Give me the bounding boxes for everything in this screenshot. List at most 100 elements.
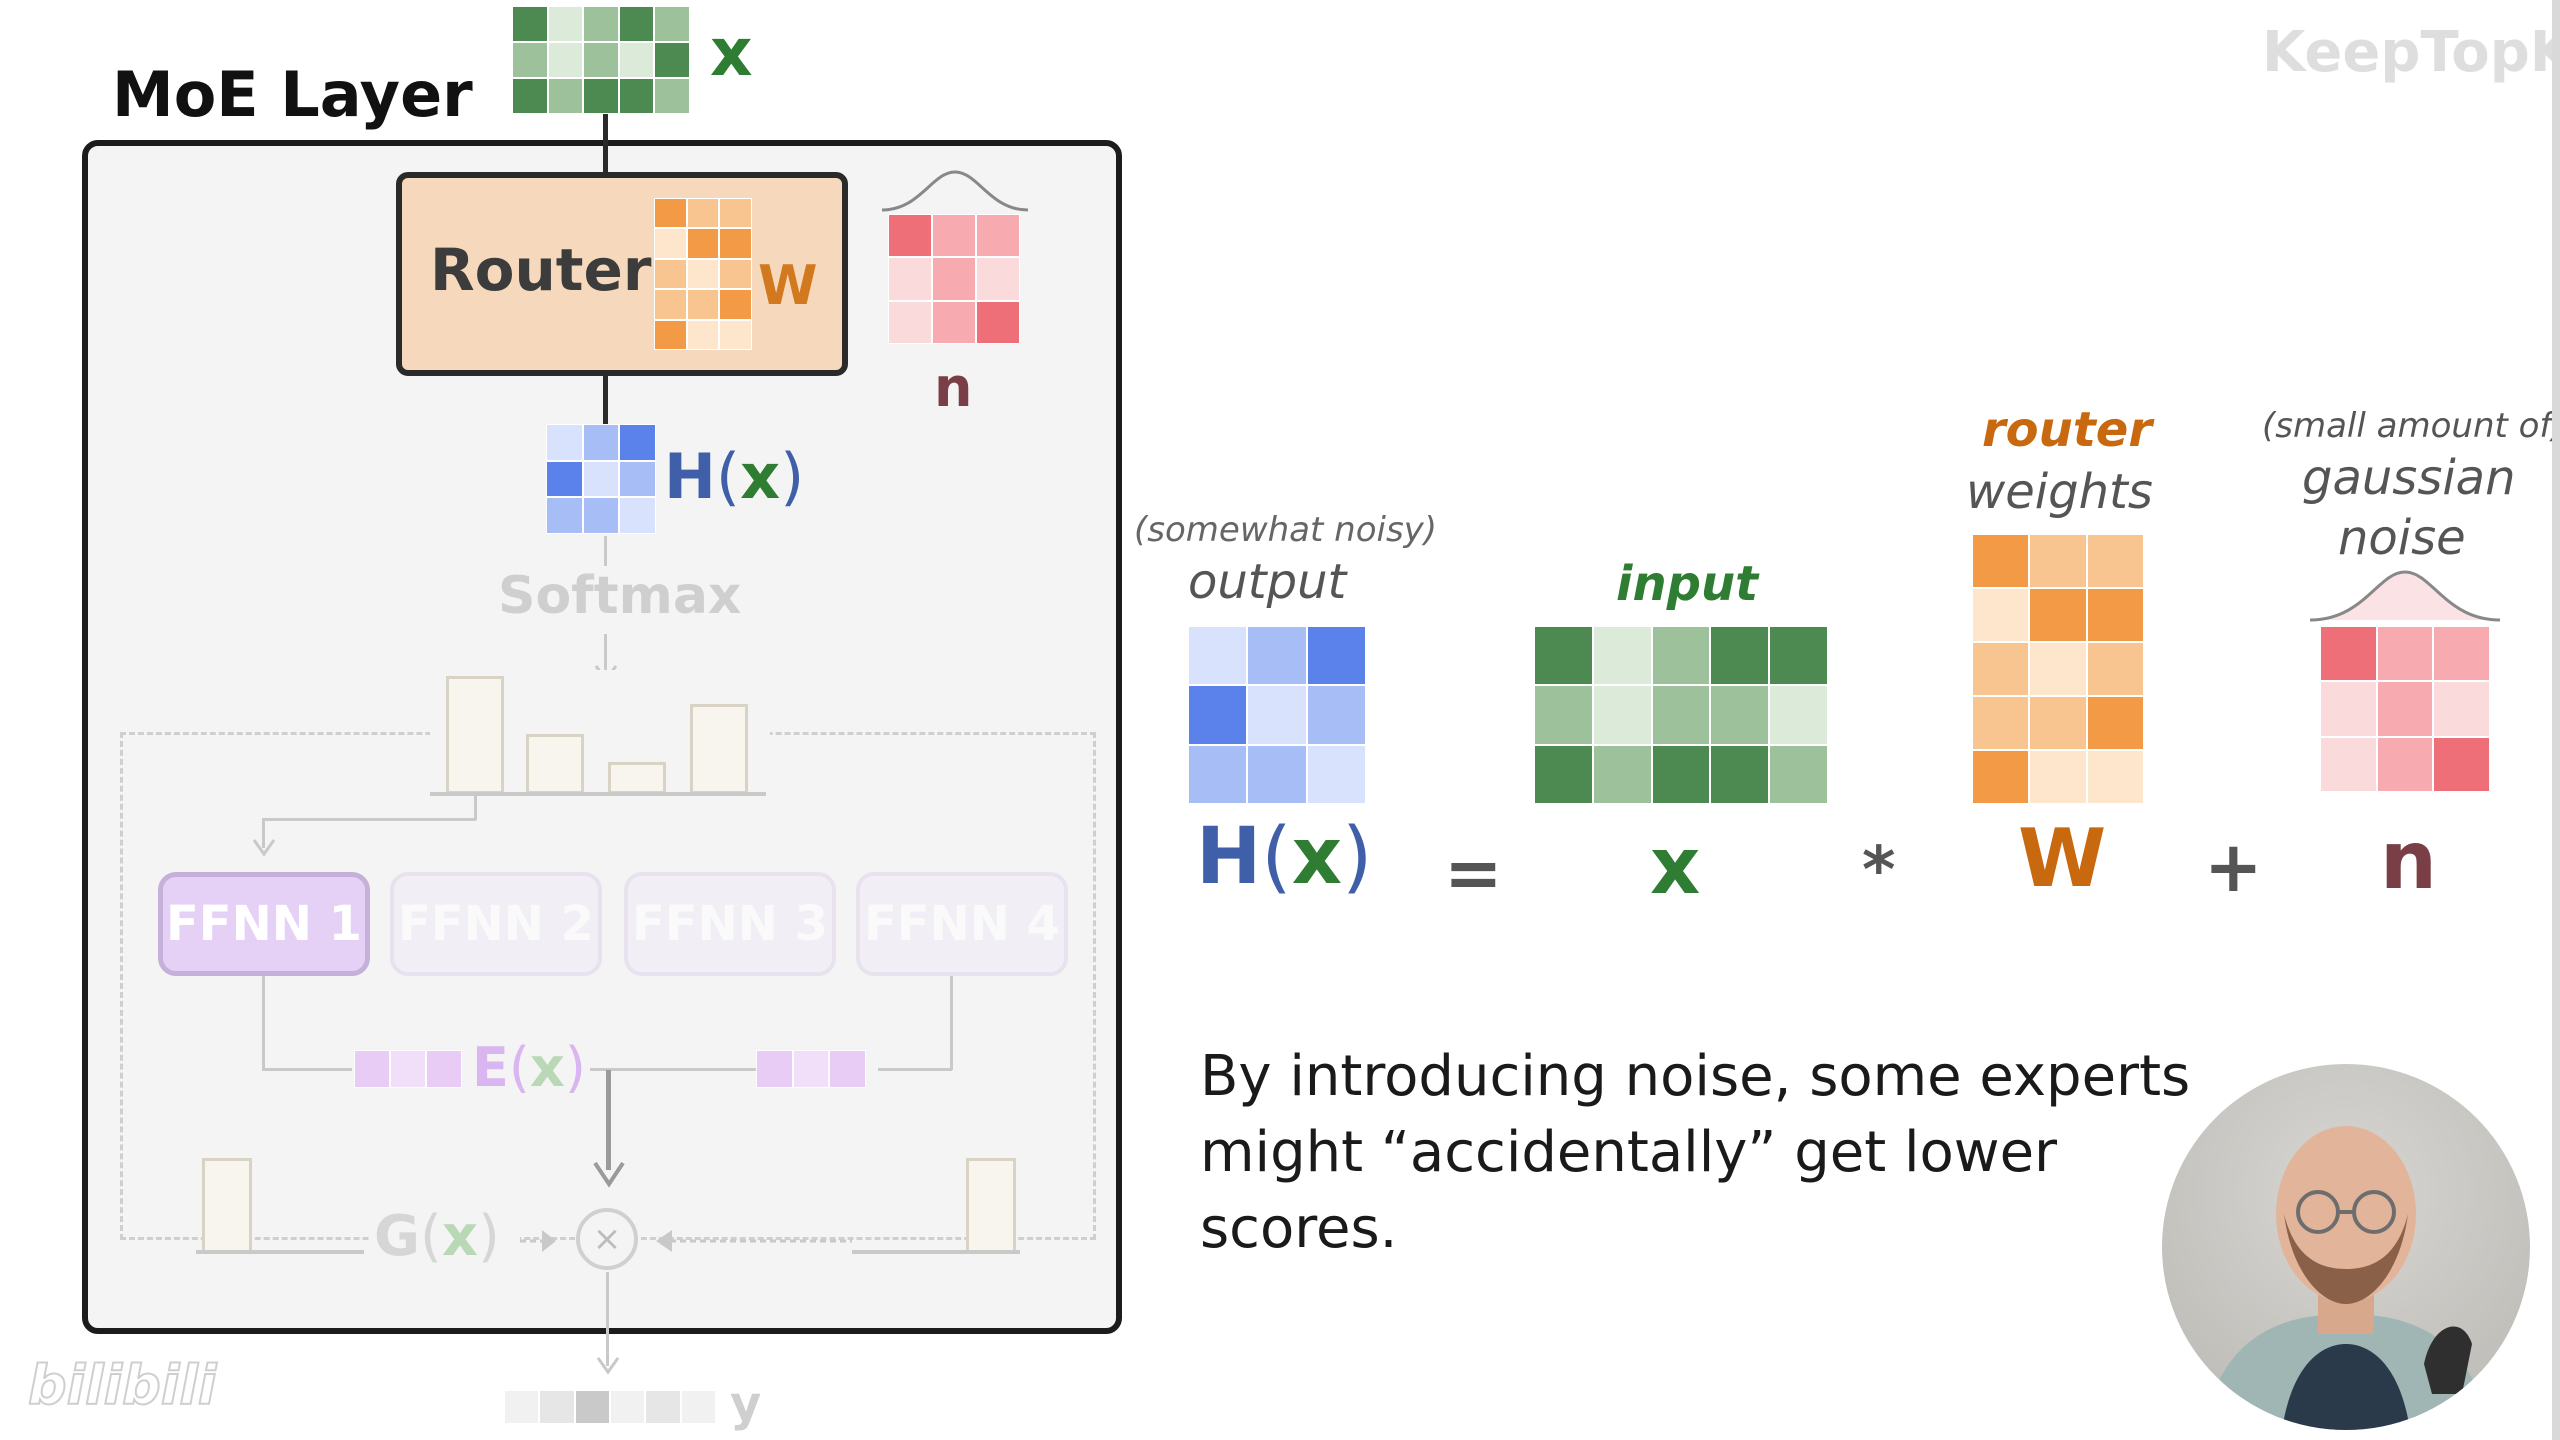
matrix-cell xyxy=(583,6,619,42)
matrix-cell xyxy=(976,257,1020,300)
paren-open: ( xyxy=(509,1036,530,1099)
matrix-cell xyxy=(719,320,752,350)
matrix-cell xyxy=(1247,626,1306,685)
matrix-cell xyxy=(583,78,619,114)
connector-input-router xyxy=(603,114,608,174)
arrow-right-icon xyxy=(520,1226,560,1256)
matrix-cell xyxy=(687,198,720,228)
softmax-bar-1 xyxy=(446,676,504,794)
router-weight-matrix-large xyxy=(1972,534,2144,804)
equation-x: x xyxy=(1650,822,1700,912)
arrow-down-icon xyxy=(596,1356,620,1376)
matrix-cell xyxy=(2377,681,2434,736)
matrix-cell xyxy=(619,461,656,498)
matrix-cell xyxy=(654,78,690,114)
matrix-cell xyxy=(687,228,720,258)
matrix-cell xyxy=(546,497,583,534)
paren-open: ( xyxy=(420,1204,442,1269)
matrix-cell xyxy=(619,424,656,461)
gate-label: G(x) xyxy=(374,1204,500,1269)
paren-close: ) xyxy=(565,1036,586,1099)
matrix-cell xyxy=(888,257,932,300)
expert-output-label: E(x) xyxy=(472,1036,586,1099)
matrix-cell xyxy=(1652,685,1711,744)
matrix-cell xyxy=(1307,745,1366,804)
connector-eout-multiply xyxy=(606,1070,611,1170)
matrix-cell xyxy=(756,1050,793,1088)
gate-bar-right xyxy=(966,1158,1016,1254)
matrix-cell xyxy=(619,42,655,78)
matrix-cell xyxy=(610,1390,645,1424)
matrix-cell xyxy=(687,259,720,289)
matrix-cell xyxy=(2029,534,2086,588)
bilibili-logo: bilibili xyxy=(28,1354,216,1417)
matrix-cell xyxy=(687,320,720,350)
paren-open: ( xyxy=(1261,812,1291,902)
output-label: y xyxy=(730,1376,761,1432)
matrix-cell xyxy=(2087,534,2144,588)
expert-ffnn-1[interactable]: FFNN 1 xyxy=(158,872,370,976)
expert-ffnn-2[interactable]: FFNN 2 xyxy=(390,872,602,976)
matrix-cell xyxy=(548,6,584,42)
matrix-cell xyxy=(546,424,583,461)
matrix-cell xyxy=(539,1390,574,1424)
matrix-cell xyxy=(1972,534,2029,588)
matrix-cell xyxy=(583,42,619,78)
softmax-bar-4 xyxy=(690,704,748,794)
matrix-cell xyxy=(1188,745,1247,804)
matrix-cell xyxy=(2087,588,2144,642)
expert4-line-v xyxy=(950,976,953,1070)
hidden-label: H(x) xyxy=(664,440,804,513)
matrix-cell xyxy=(2377,626,2434,681)
matrix-cell xyxy=(1188,685,1247,744)
hidden-matrix xyxy=(546,424,656,534)
matrix-cell xyxy=(2029,588,2086,642)
softmax-bar-2 xyxy=(526,734,584,794)
matrix-cell xyxy=(1307,685,1366,744)
matrix-cell xyxy=(2087,696,2144,750)
matrix-cell xyxy=(932,214,976,257)
matrix-cell xyxy=(619,6,655,42)
matrix-cell xyxy=(1710,626,1769,685)
connector-router-hx xyxy=(603,376,608,426)
expert-output-x: x xyxy=(530,1036,565,1099)
matrix-cell xyxy=(1593,626,1652,685)
matrix-cell xyxy=(583,424,620,461)
matrix-cell xyxy=(1769,685,1828,744)
matrix-cell xyxy=(619,78,655,114)
matrix-cell xyxy=(426,1050,462,1088)
matrix-cell xyxy=(546,461,583,498)
expert-ffnn-3[interactable]: FFNN 3 xyxy=(624,872,836,976)
matrix-cell xyxy=(654,6,690,42)
route-line-v xyxy=(474,796,477,820)
matrix-cell xyxy=(1534,745,1593,804)
hidden-label-x: x xyxy=(740,440,780,513)
noise-caption-gaussian: gaussian xyxy=(2302,450,2516,506)
matrix-cell xyxy=(1593,745,1652,804)
matrix-cell xyxy=(583,461,620,498)
gate-g: G xyxy=(374,1204,420,1269)
matrix-cell xyxy=(1593,685,1652,744)
paren-close: ) xyxy=(478,1204,500,1269)
matrix-cell xyxy=(654,42,690,78)
matrix-cell xyxy=(2087,642,2144,696)
equation-lhs-x: x xyxy=(1292,812,1342,902)
matrix-cell xyxy=(512,42,548,78)
presenter-avatar xyxy=(2162,1064,2530,1430)
matrix-cell xyxy=(645,1390,680,1424)
caption-line-2: might “accidentally” get lower xyxy=(1200,1120,2057,1185)
router-weight-matrix xyxy=(654,198,752,350)
matrix-cell xyxy=(1652,745,1711,804)
matrix-cell xyxy=(2320,737,2377,792)
matrix-cell xyxy=(932,257,976,300)
watermark: KeepTopK xyxy=(2262,20,2560,85)
matrix-cell xyxy=(548,42,584,78)
caption-line-1: By introducing noise, some experts xyxy=(1200,1044,2190,1109)
expert-ffnn-4[interactable]: FFNN 4 xyxy=(856,872,1068,976)
equation-w: W xyxy=(2018,812,2106,905)
matrix-cell xyxy=(2087,750,2144,804)
matrix-cell xyxy=(512,6,548,42)
router-label: Router xyxy=(430,236,651,304)
multiply-symbol: × xyxy=(593,1219,622,1259)
gaussian-curve-icon xyxy=(2308,566,2502,626)
